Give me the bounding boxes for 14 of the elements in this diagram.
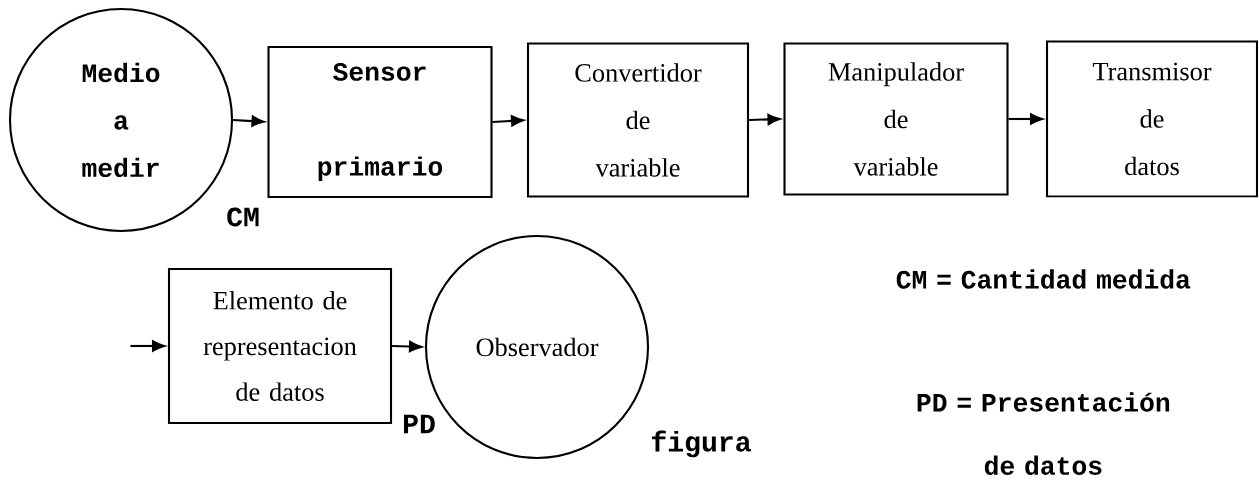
process-box: Transmisor de datos	[1045, 40, 1259, 198]
process-box: Convertidor de variable	[526, 42, 750, 198]
process-box: Sensor primario	[267, 45, 493, 199]
label: CM = Cantidad medida	[896, 269, 1191, 289]
label: PD = Presentación de datos	[917, 392, 1170, 475]
arrow	[233, 115, 265, 127]
process-box: Elemento de representacion de datos	[167, 267, 393, 425]
arrow	[130, 340, 165, 352]
label: PD	[404, 414, 435, 434]
arrow	[392, 340, 422, 353]
arrow	[492, 115, 524, 127]
arrow	[1008, 113, 1043, 125]
arrow	[749, 113, 781, 126]
process-box: Manipulador de variable	[783, 42, 1009, 196]
